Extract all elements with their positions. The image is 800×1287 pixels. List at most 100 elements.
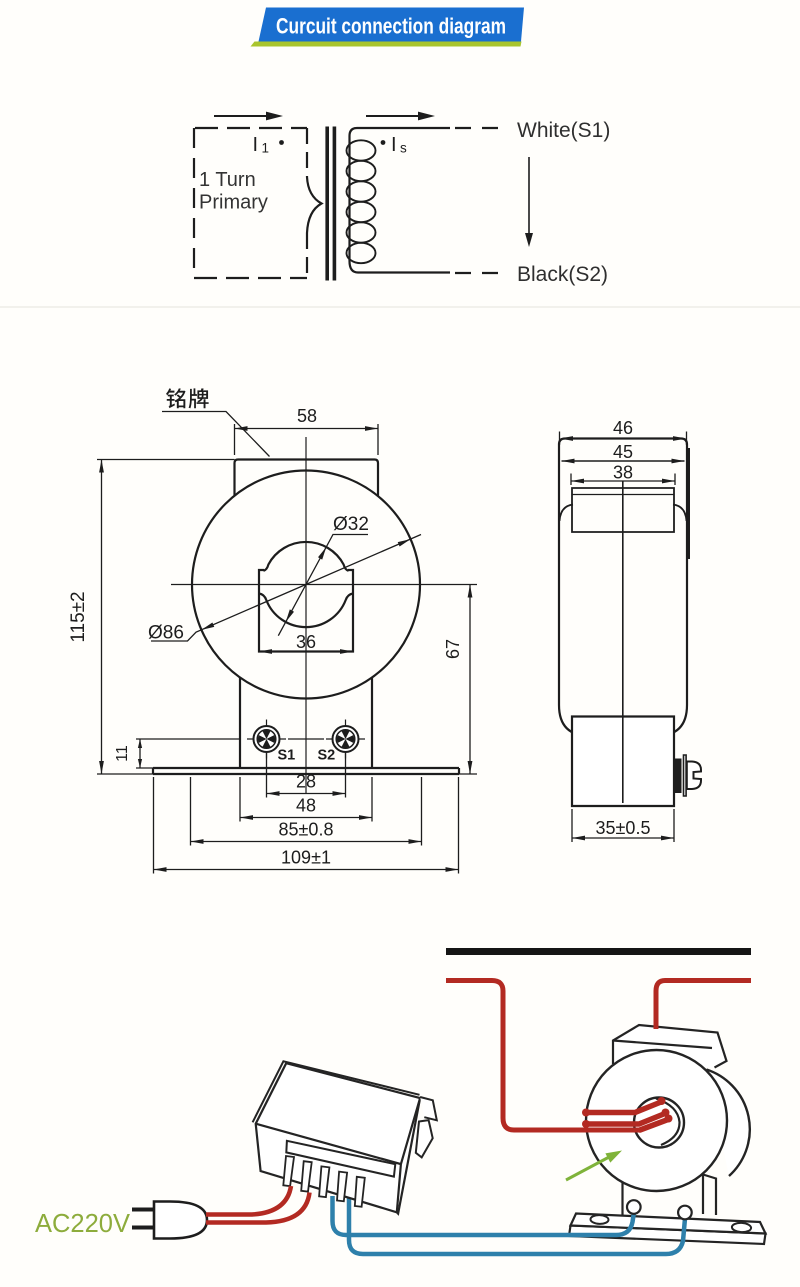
banner-title: Curcuit connection diagram <box>276 14 506 39</box>
dim-mounting-hole-pitch-arrowhead-left <box>190 839 204 844</box>
dim-115-extension-lines <box>97 458 235 775</box>
dim-11-arrowhead-top <box>137 739 143 748</box>
dim-115-arrowhead-bottom <box>99 761 104 774</box>
dim-35-arrowhead-right <box>661 835 674 841</box>
front-hole-square <box>257 568 355 653</box>
primary-current-subscript: 1 <box>262 141 270 156</box>
primary-winding-label-line1: 1 Turn <box>199 169 256 191</box>
dim-67-arrowhead-top <box>467 584 473 598</box>
hole-diameter-arrowhead-bottom <box>285 609 294 622</box>
title-banner: Curcuit connection diagram <box>250 7 524 47</box>
ct-base-hole-left <box>589 1214 610 1225</box>
meter-terminal-pin-4 <box>336 1170 349 1203</box>
dim-overall-depth: 46 <box>613 418 633 438</box>
side-nameplate-band <box>571 487 675 533</box>
ct-terminal-right <box>677 1204 693 1221</box>
dim-38-arrowhead-right <box>662 478 675 484</box>
terminal-s1-screw-inner <box>256 728 277 750</box>
hole-diameter-leader-line <box>277 533 368 637</box>
dim-38-arrowhead-left <box>571 478 584 484</box>
outer-diameter-arrowhead-right <box>397 539 411 547</box>
red-cord-live <box>206 1185 294 1217</box>
meter-bezel-tab <box>419 1096 439 1122</box>
red-wrap-cap-l2 <box>582 1120 590 1128</box>
red-wrap-1 <box>583 1099 664 1116</box>
dim-terminal-pitch-extension-lines <box>265 753 347 798</box>
terminal-s1-screw-wedge-2 <box>262 739 271 748</box>
red-wrap-cap-t2 <box>661 1108 670 1117</box>
terminal-s1-screw-wedge-4 <box>262 730 271 739</box>
dim-terminal-pitch: 28 <box>296 772 316 792</box>
dim-35-arrowhead-left <box>572 835 585 841</box>
circuit-diagram: I 1 I s 1 Turn Primary White(S1) Black(S… <box>192 111 610 286</box>
blue-wire-s1 <box>330 1196 637 1238</box>
ct-hole-depth-line <box>655 1097 681 1147</box>
glyph-pai <box>188 388 209 409</box>
dim-11-arrowhead-bottom <box>137 759 143 768</box>
terminal-s2-screw-wedge-3 <box>336 735 346 743</box>
dimension-drawing-side-view: 46 45 38 35±0.5 <box>557 418 702 842</box>
terminal-s2-screw-wedge-4 <box>341 730 350 739</box>
ac-supply-label: AC220V <box>35 1210 130 1238</box>
green-pointer-line <box>565 1154 612 1182</box>
terminal-s1-screw-wedge-3 <box>257 735 267 743</box>
secondary-polarity-arrowhead <box>525 233 533 247</box>
transformer-core-bar-left <box>325 126 329 281</box>
nameplate-callout-text <box>166 388 209 409</box>
ct-base-hole-right <box>730 1221 753 1234</box>
side-screw-head <box>685 760 702 790</box>
dim-mounting-hole-pitch: 85±0.8 <box>279 820 334 840</box>
side-screw-plate <box>682 754 687 797</box>
dim-column-width-extension-lines <box>239 777 373 822</box>
terminal-s1-label: S1 <box>278 748 296 764</box>
dim-body-depth: 45 <box>613 442 633 462</box>
banner-background <box>258 7 524 42</box>
white-s1-label: White(S1) <box>517 119 610 142</box>
green-pointer-arrowhead <box>605 1150 622 1163</box>
dim-36-arrowhead-left <box>259 649 272 654</box>
terminal-s2-label: S2 <box>318 748 336 764</box>
ct-bracket-top-front-edge <box>612 1039 713 1050</box>
primary-turn-bump <box>305 176 324 234</box>
red-wrap-cap-t1 <box>657 1097 666 1105</box>
dim-flange-offset: 11 <box>114 745 131 762</box>
secondary-winding-loop-2 <box>345 159 377 183</box>
secondary-current-label: I <box>391 134 397 156</box>
dim-mounting-hole-pitch-extension-lines <box>189 777 423 846</box>
blue-wire-s2 <box>346 1198 688 1257</box>
terminal-s2-screw-inner <box>335 728 356 750</box>
plug-prongs <box>132 1207 154 1230</box>
terminal-s1-screw-wedge-1 <box>266 735 276 743</box>
dim-terminal-pitch-arrowhead-left <box>266 791 280 796</box>
meter-terminal-pin-3 <box>318 1165 331 1199</box>
dim-58-arrowhead-right <box>365 426 378 431</box>
red-wire-left-run <box>446 978 640 1133</box>
dim-column-width: 48 <box>296 796 316 816</box>
red-wrap-2 <box>583 1110 668 1127</box>
meter-terminal-pin-5 <box>353 1175 366 1208</box>
dim-column-width-arrowhead-left <box>240 815 253 820</box>
meter-mounting-clip <box>414 1118 434 1159</box>
secondary-winding-loop-3 <box>345 180 377 203</box>
plug-body <box>152 1200 209 1240</box>
side-inner-profile-arc-right <box>672 503 688 522</box>
dimension-drawing-front-view: Ø86 Ø32 36 58 115±2 67 11 S1 S2 28 48 85… <box>68 388 477 874</box>
primary-current-label: I <box>253 134 259 156</box>
wiring-illustration: AC220V <box>35 948 768 1257</box>
dim-outer-diameter: Ø86 <box>148 623 184 644</box>
outer-diameter-arrowhead-left <box>201 622 215 630</box>
dim-38-extension-ticks <box>570 473 676 485</box>
dim-overall-width-arrowhead-right <box>445 867 459 872</box>
ct-base-top-face <box>568 1212 768 1235</box>
secondary-polarity-dot <box>380 140 386 145</box>
dim-nameplate-depth: 38 <box>613 463 633 483</box>
red-cord-neutral <box>206 1192 312 1225</box>
dim-top-width: 58 <box>297 406 317 426</box>
dim-overall-width: 109±1 <box>281 848 331 868</box>
dim-mounting-hole-pitch-arrowhead-right <box>408 839 422 844</box>
secondary-winding-loop-6 <box>345 241 377 265</box>
dim-terminal-pitch-arrowhead-right <box>332 791 346 796</box>
ct-bracket-column <box>621 1173 718 1217</box>
